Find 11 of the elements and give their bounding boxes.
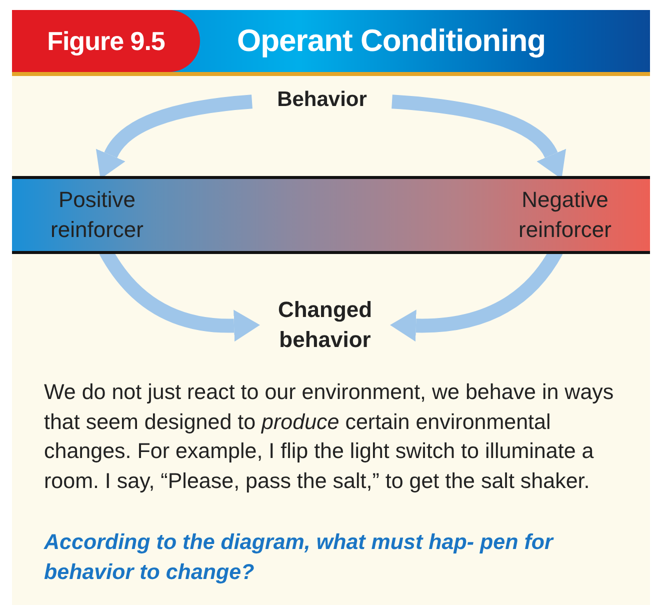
caption-paragraph: We do not just react to our environment, we behave in ways that seem designed to produce certain environmental changes. For example, I flip the light switch to illuminate a room. I say, “Please, pass the salt,” to get the salt shaker. bbox=[44, 379, 615, 494]
title: Operant Conditioning bbox=[237, 22, 546, 60]
figure-number-tab: Figure 9.5 bbox=[12, 10, 200, 72]
question-text: According to the diagram, what must hap- pen for behavior to change? bbox=[44, 529, 555, 586]
curved-arrow bbox=[391, 94, 566, 178]
node-label: Negative reinforcer bbox=[518, 186, 612, 244]
node-label: Behavior bbox=[277, 87, 367, 113]
node-label: Positive reinforcer bbox=[50, 186, 144, 244]
gradient-band bbox=[12, 176, 650, 254]
curved-arrow bbox=[96, 94, 253, 178]
node-label: Changed behavior bbox=[276, 296, 374, 354]
